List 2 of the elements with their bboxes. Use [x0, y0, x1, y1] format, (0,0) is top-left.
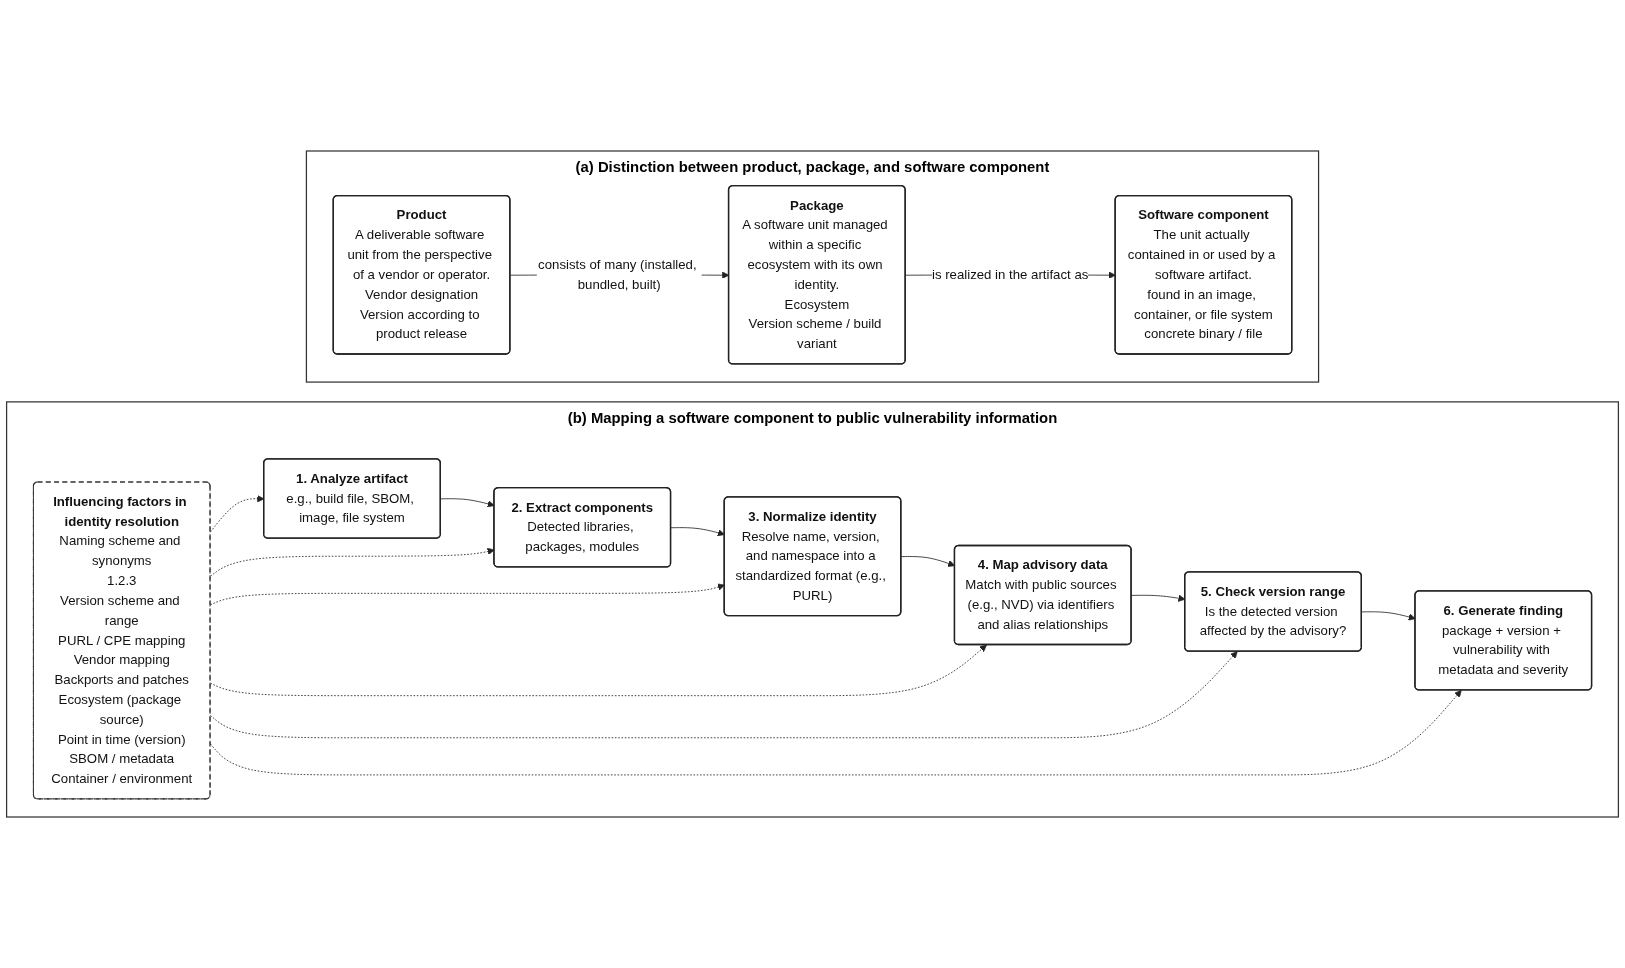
edge-label: is realized in the artifact as [931, 267, 1089, 282]
edge-label: consists of many (installed, bundled, built) [538, 257, 697, 292]
